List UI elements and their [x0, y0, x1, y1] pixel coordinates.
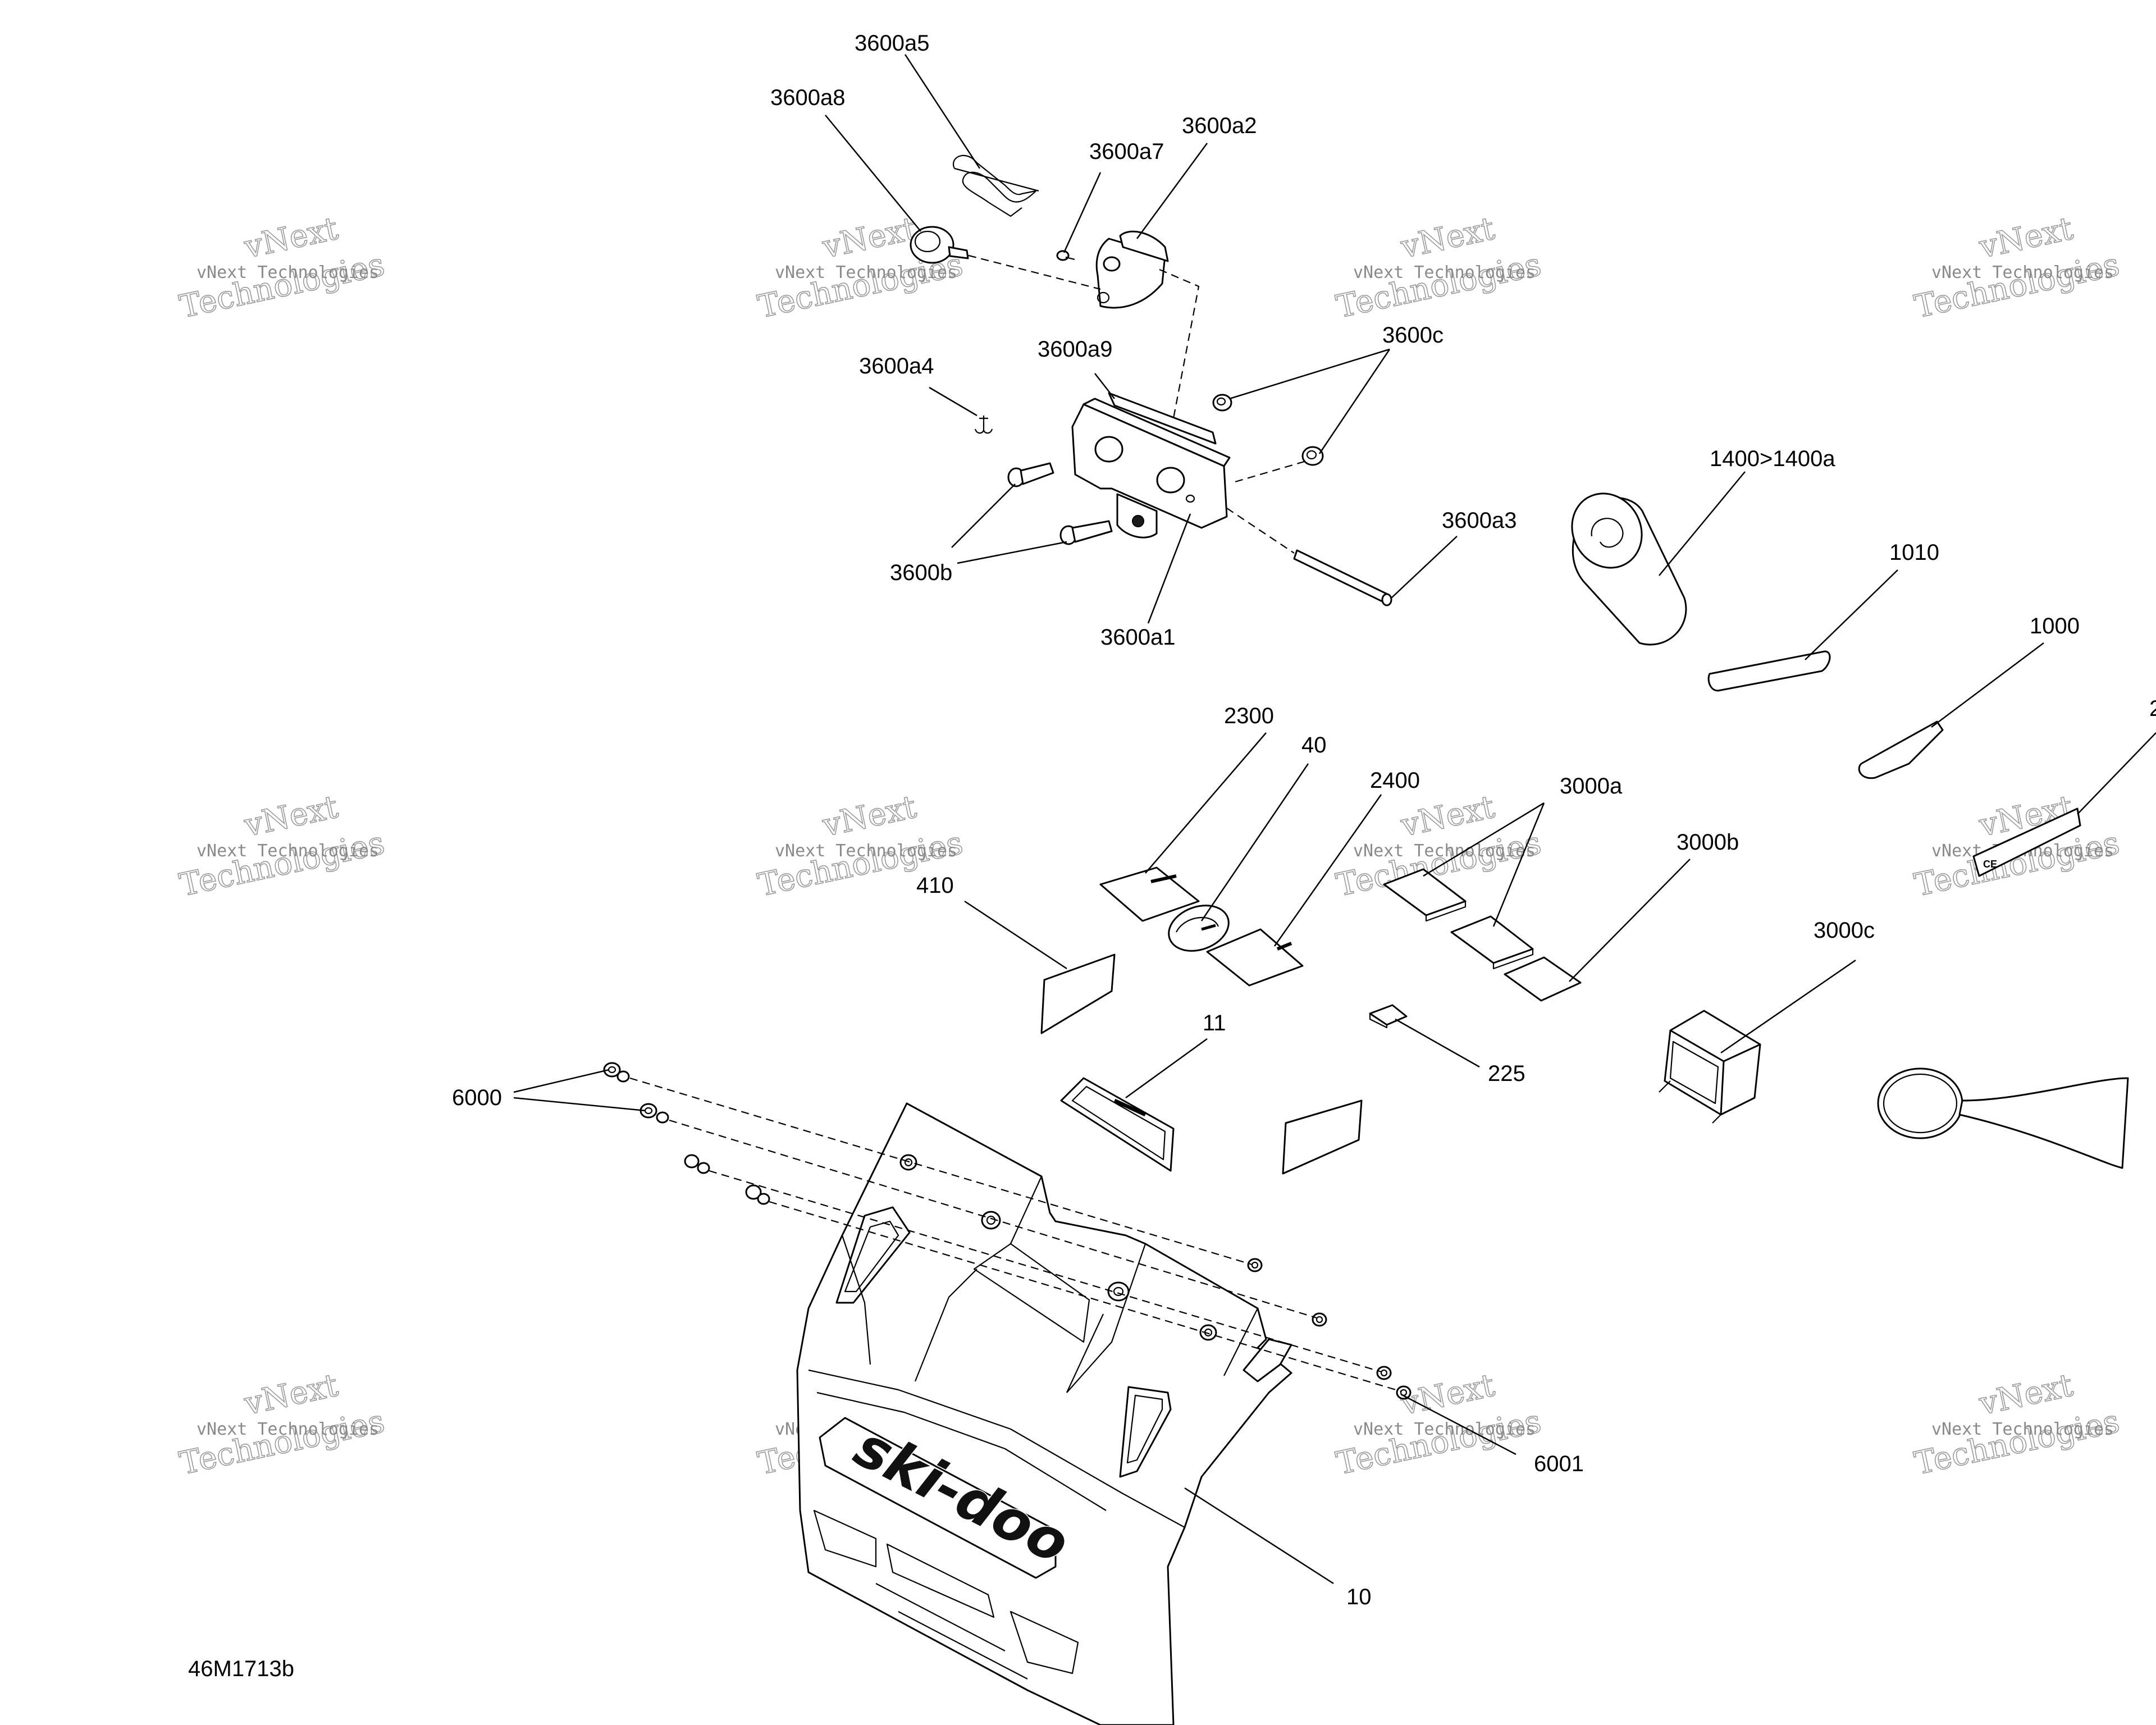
- watermark-small: vNext Technologies: [197, 841, 379, 861]
- part-6001-nut-4: [1396, 1385, 1412, 1400]
- part-3600a9-strip: [1108, 392, 1217, 445]
- watermark-small: vNext Technologies: [1931, 1420, 2114, 1439]
- part-6000-washer-2: [640, 1103, 669, 1124]
- part-3000a-label-lower: [1450, 915, 1534, 970]
- part-6001-nut-3: [1376, 1366, 1392, 1380]
- label-3600a2: 3600a2: [1182, 113, 1257, 138]
- part-3600a1-hinge-base: [1071, 398, 1231, 539]
- label-3600a4: 3600a4: [859, 354, 934, 378]
- part-6001-nut-1: [1247, 1258, 1263, 1272]
- label-40: 40: [1301, 733, 1327, 757]
- label-3600a5: 3600a5: [855, 31, 929, 56]
- watermark-small: vNext Technologies: [197, 263, 379, 282]
- part-nut-4: [745, 1184, 770, 1205]
- part-3000a-label-upper: [1383, 868, 1467, 922]
- part-6000-washer-1: [603, 1062, 630, 1083]
- label-2400: 2400: [1370, 768, 1420, 793]
- label-3600a3: 3600a3: [1442, 508, 1516, 533]
- label-2300: 2300: [1224, 704, 1274, 728]
- part-1010-decal: [1707, 650, 1831, 692]
- label-6001: 6001: [1534, 1452, 1584, 1476]
- part-3600b-rivet-upper: [1007, 462, 1054, 487]
- part-40-round-decal: [1168, 905, 1230, 952]
- part-3600a7-screw: [1056, 250, 1075, 261]
- part-2400-label: [1206, 928, 1304, 987]
- part-225-clip: [1369, 1004, 1408, 1029]
- label-6000: 6000: [452, 1085, 502, 1110]
- part-6001-nut-2: [1312, 1312, 1327, 1327]
- label-3600a8: 3600a8: [770, 85, 845, 110]
- label-3000c: 3000c: [1814, 918, 1875, 943]
- label-3600a1: 3600a1: [1100, 625, 1175, 650]
- watermark-small: vNext Technologies: [1353, 1420, 1536, 1439]
- part-1400-grip-roll: [1571, 492, 1687, 646]
- label-11: 11: [1203, 1011, 1226, 1035]
- part-3600a8-knob-pin: [910, 226, 969, 264]
- part-3600a3-long-pin: [1293, 549, 1392, 606]
- label-410: 410: [916, 873, 954, 898]
- label-10: 10: [1346, 1585, 1372, 1609]
- part-3600a5-hairpin-clip: [953, 154, 1039, 217]
- leader-lines: [513, 54, 2156, 1585]
- watermark-small: vNext Technologies: [1353, 263, 1536, 282]
- part-3600c-nut-upper: [1212, 394, 1232, 412]
- watermark-small: vNext Technologies: [775, 263, 957, 282]
- part-410-decal: [1040, 953, 1116, 1034]
- part-mirror-right-edge: [1877, 1067, 2129, 1169]
- label-3600c: 3600c: [1382, 323, 1444, 348]
- watermark-small: vNext Technologies: [775, 841, 957, 861]
- part-3600a4-hook-clip: [974, 416, 993, 434]
- part-nut-3: [684, 1154, 710, 1174]
- part-10-front-hood: ski-doo: [796, 1102, 1292, 1725]
- label-1000: 1000: [2030, 614, 2080, 638]
- part-2300-label: [1099, 866, 1200, 922]
- svg-text:CE: CE: [1983, 859, 1997, 870]
- assembly-lines: [629, 254, 1402, 1393]
- part-2-label-partial: CE: [1972, 807, 2081, 877]
- label-3000b: 3000b: [1677, 830, 1739, 855]
- watermark-small: vNext Technologies: [1931, 263, 2114, 282]
- label-3600b: 3600b: [890, 560, 952, 585]
- diagram-code: 46M1713b: [188, 1656, 294, 1681]
- part-3600b-rivet-lower: [1059, 520, 1113, 545]
- label-3600a7: 3600a7: [1089, 139, 1164, 164]
- part-3000c-housing: [1659, 1010, 1761, 1124]
- label-1010: 1010: [1889, 540, 1939, 565]
- part-11-plate: [1060, 1077, 1175, 1172]
- label-225: 225: [1488, 1061, 1525, 1086]
- part-labels: 3600a5 3600a8 3600a7 3600a2 3600a4 3600a…: [188, 31, 2156, 1681]
- part-3600c-nut-lower: [1301, 446, 1324, 466]
- watermark-small: vNext Technologies: [1353, 841, 1536, 861]
- label-3000a: 3000a: [1560, 774, 1623, 798]
- watermark-small: vNext Technologies: [197, 1420, 379, 1439]
- part-3600a2-latch-bracket: [1095, 230, 1169, 309]
- label-1400: 1400>1400a: [1710, 446, 1835, 471]
- part-1000-decal: [1858, 720, 1944, 779]
- label-2-partial: 2: [2149, 696, 2156, 721]
- part-3000b-label: [1504, 956, 1582, 1002]
- label-3600a9: 3600a9: [1038, 337, 1112, 362]
- part-decal-center: [1282, 1099, 1363, 1175]
